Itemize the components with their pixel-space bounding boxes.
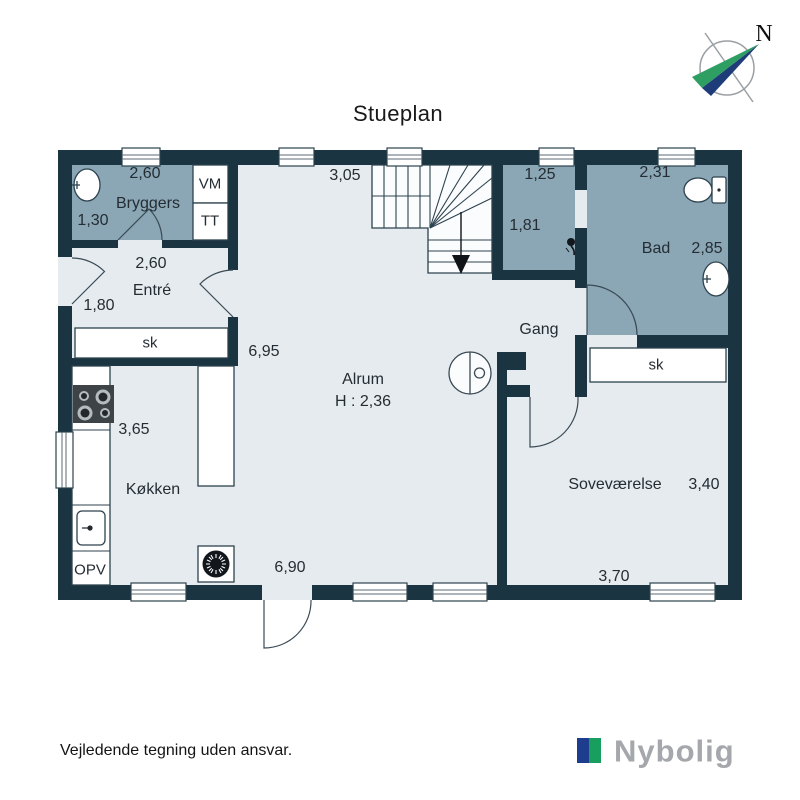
dim-sove-depth: 3,40 bbox=[688, 476, 720, 493]
window bbox=[649, 582, 716, 602]
wall-alrum-sove bbox=[497, 352, 507, 585]
entre-closet-box bbox=[74, 327, 229, 359]
utility-sink-icon bbox=[72, 168, 101, 202]
dim-shower-depth: 1,81 bbox=[509, 217, 541, 234]
stair-direction-arrow bbox=[452, 212, 470, 274]
window bbox=[538, 147, 575, 167]
wall-stairwell bbox=[492, 165, 503, 280]
dim-bryggers-depth: 1,30 bbox=[77, 212, 109, 229]
nybolig-logo-icon bbox=[577, 738, 601, 763]
dim-kokken-width: 3,65 bbox=[118, 421, 150, 438]
label-dishwasher: OPV bbox=[74, 561, 106, 579]
disclaimer-text: Vejledende tegning uden ansvar. bbox=[60, 742, 293, 759]
wall-outer-right bbox=[728, 150, 742, 600]
window bbox=[121, 147, 161, 167]
kitchen-sink-icon bbox=[76, 510, 106, 546]
room-label-entre: Entré bbox=[132, 282, 172, 299]
bad-door-arc bbox=[586, 284, 638, 336]
wall-sove-north bbox=[497, 385, 530, 397]
doors bbox=[71, 208, 638, 649]
label-washing-machine: VM bbox=[198, 175, 222, 193]
wood-stove-icon bbox=[202, 550, 230, 578]
label-bad-closet: sk bbox=[648, 356, 664, 374]
front-door-arc bbox=[71, 257, 106, 305]
room-shower-floor bbox=[503, 165, 575, 270]
bathroom-sink-icon bbox=[702, 261, 730, 297]
dim-alrum-ceiling: H : 2,36 bbox=[334, 393, 392, 410]
dim-sove-width: 3,70 bbox=[598, 568, 630, 585]
dryer-box bbox=[192, 202, 229, 241]
dim-bad-width: 2,31 bbox=[639, 164, 671, 181]
window bbox=[278, 147, 315, 167]
room-label-kokken: Køkken bbox=[125, 481, 181, 498]
dim-alrum-width: 3,05 bbox=[329, 167, 361, 184]
window bbox=[130, 582, 187, 602]
room-label-alrum: Alrum bbox=[342, 371, 384, 388]
window bbox=[657, 147, 696, 167]
label-entre-closet: sk bbox=[142, 334, 158, 352]
room-label-sovevaerelse: Soveværelse bbox=[568, 476, 662, 493]
compass-needle-green bbox=[692, 44, 759, 88]
entre-alrum-door-arc bbox=[199, 269, 234, 318]
dim-kokken-length: 6,90 bbox=[274, 559, 306, 576]
wall-divider-bottom bbox=[228, 317, 238, 366]
compass-north-label: N bbox=[755, 21, 773, 47]
dim-entre-depth: 1,80 bbox=[83, 297, 115, 314]
terrace-door-arc bbox=[263, 599, 312, 649]
room-label-bad: Bad bbox=[641, 240, 671, 257]
stove-icon bbox=[73, 385, 114, 423]
terrace-door-opening bbox=[262, 585, 312, 600]
washing-machine-box bbox=[192, 164, 229, 204]
label-dryer: TT bbox=[200, 212, 220, 230]
toilet-icon bbox=[683, 176, 727, 204]
wall-bad-south bbox=[637, 335, 728, 348]
windows bbox=[55, 147, 716, 602]
fixtures bbox=[72, 168, 730, 578]
front-door-opening bbox=[58, 257, 72, 306]
dim-entre-width: 2,60 bbox=[135, 255, 167, 272]
wall-divider-top bbox=[228, 165, 238, 270]
wall-outer-left bbox=[58, 150, 72, 600]
page-title: Stueplan bbox=[352, 101, 444, 126]
round-fixture-icon bbox=[448, 351, 492, 395]
bedroom-door-arc bbox=[529, 396, 579, 448]
window bbox=[55, 431, 74, 489]
compass-needle-blue bbox=[702, 44, 759, 96]
bryggers-door-arc bbox=[117, 208, 163, 241]
wall-shower-south bbox=[492, 270, 587, 280]
room-label-bryggers: Bryggers bbox=[115, 195, 181, 212]
window bbox=[352, 582, 408, 602]
window bbox=[432, 582, 488, 602]
dim-alrum-length: 6,95 bbox=[248, 343, 280, 360]
nybolig-logo-text: Nybolig bbox=[614, 733, 735, 769]
staircase bbox=[371, 164, 493, 274]
dim-shower-width: 1,25 bbox=[524, 166, 556, 183]
window bbox=[386, 147, 423, 167]
door-openings bbox=[58, 240, 312, 600]
counter-section-lines bbox=[72, 429, 110, 552]
shower-icon bbox=[565, 238, 575, 256]
room-label-gang: Gang bbox=[519, 321, 559, 338]
dim-bryggers-width: 2,60 bbox=[129, 165, 161, 182]
kitchen-peninsula bbox=[197, 365, 235, 487]
compass-icon bbox=[692, 32, 759, 103]
bad-closet-box bbox=[589, 347, 727, 383]
wall-chimney bbox=[497, 352, 526, 370]
dim-bad-depth: 2,85 bbox=[691, 240, 723, 257]
wall-under-closet bbox=[72, 358, 238, 366]
